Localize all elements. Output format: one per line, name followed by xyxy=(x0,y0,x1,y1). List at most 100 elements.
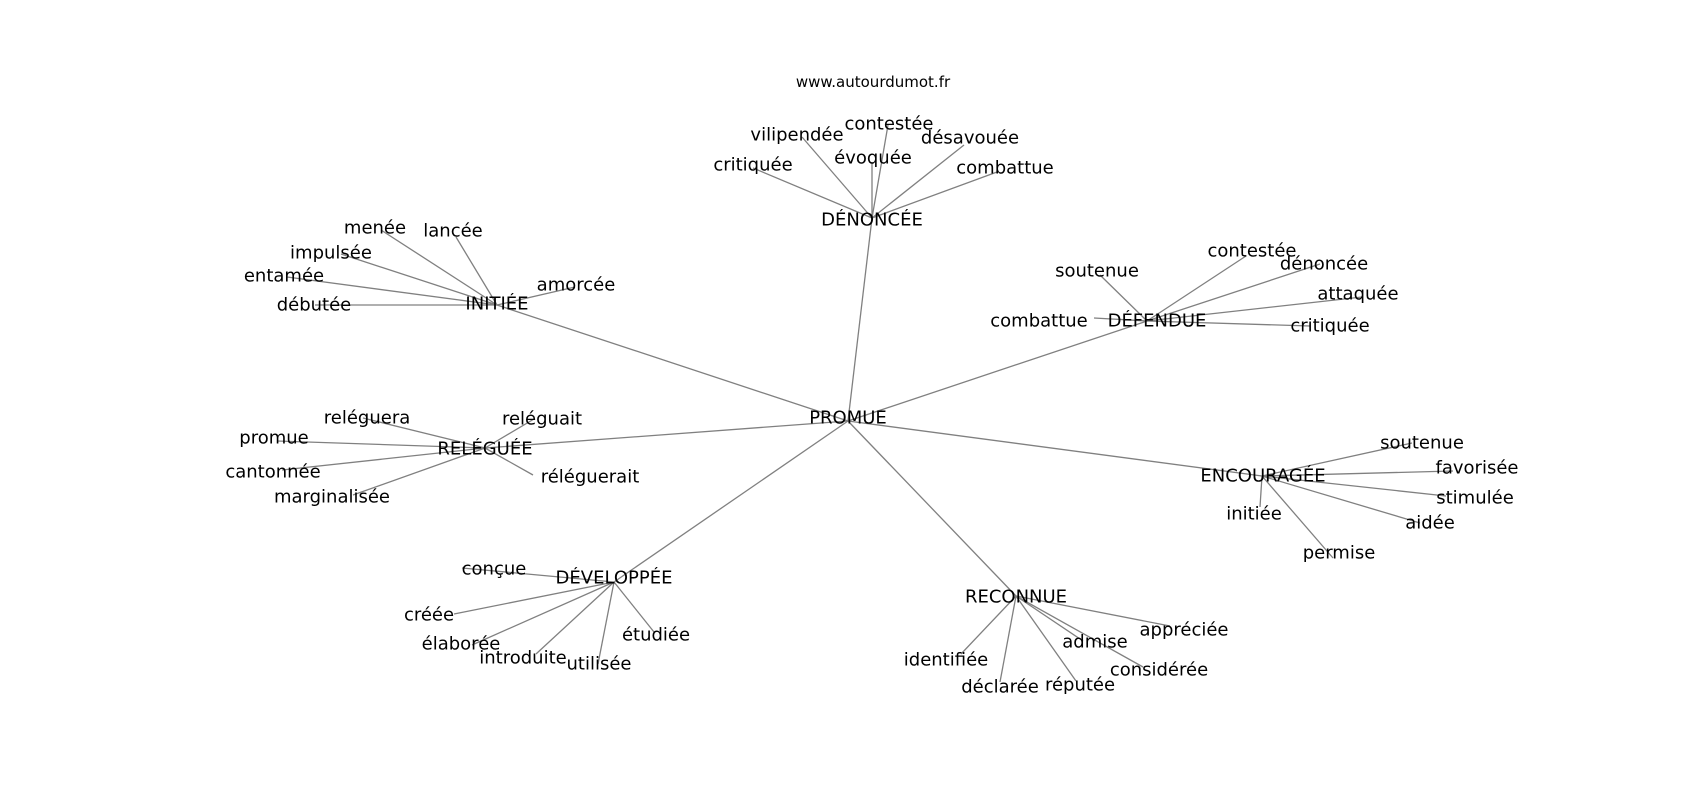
word-node-label: introduite xyxy=(479,648,566,669)
word-node-label: critiquée xyxy=(1290,316,1369,337)
edge-group-to-word xyxy=(960,595,1017,655)
edge-center-to-group xyxy=(847,420,1017,597)
word-node-label: initiée xyxy=(1226,504,1282,525)
edge-group-to-word xyxy=(1146,320,1311,327)
word-node-label: menée xyxy=(344,218,406,239)
edge-group-to-word xyxy=(999,595,1017,683)
word-node-label: lancée xyxy=(423,221,482,242)
edge-group-to-word xyxy=(380,229,498,306)
edge-center-to-group xyxy=(484,420,849,449)
edge-group-to-word xyxy=(340,253,498,306)
word-node-label: soutenue xyxy=(1055,261,1139,282)
word-node-label: appréciée xyxy=(1139,620,1228,641)
edge-group-to-word xyxy=(1146,263,1321,322)
edge-group-to-word xyxy=(752,167,873,219)
edge-group-to-word xyxy=(276,440,486,449)
edge-center-to-group xyxy=(847,320,1148,422)
word-node-label: évoquée xyxy=(834,148,912,169)
word-node-label: critiquée xyxy=(713,155,792,176)
group-node-label: ENCOURAGÉE xyxy=(1200,465,1325,487)
edge-center-to-group xyxy=(496,304,849,422)
edge-group-to-word xyxy=(455,236,498,306)
word-node-label: réputée xyxy=(1045,675,1115,696)
edge-group-to-word xyxy=(484,418,535,449)
edge-group-to-word xyxy=(281,447,486,471)
edge-group-to-word xyxy=(1015,595,1171,627)
edge-group-to-word xyxy=(362,417,486,449)
edge-group-to-word xyxy=(286,276,498,306)
word-node-label: combattue xyxy=(956,158,1054,179)
edge-group-to-word xyxy=(1015,595,1144,668)
edge-group-to-word xyxy=(496,286,576,306)
group-node-label: DÉNONCÉE xyxy=(821,209,923,231)
group-node-label: DÉFENDUE xyxy=(1108,310,1207,332)
edge-group-to-word xyxy=(613,581,655,633)
group-node-label: INITIÉE xyxy=(465,293,528,315)
word-node-label: amorcée xyxy=(537,275,616,296)
word-node-label: dénoncée xyxy=(1280,254,1368,275)
word-node-label: entamée xyxy=(244,266,324,287)
edge-group-to-word xyxy=(453,581,615,615)
word-node-label: combattue xyxy=(990,311,1088,332)
edge-group-to-word xyxy=(1261,475,1334,559)
edge-group-to-word xyxy=(597,581,615,665)
word-node-label: reléguait xyxy=(502,409,582,430)
word-node-label: utilisée xyxy=(567,654,632,675)
word-node-label: reléguera xyxy=(324,408,411,429)
edge-group-to-word xyxy=(1099,274,1148,322)
edge-group-to-word xyxy=(1261,470,1454,477)
edge-group-to-word xyxy=(461,567,615,583)
edge-center-to-group xyxy=(613,420,849,583)
word-node-label: élaborée xyxy=(422,634,501,655)
edge-center-to-group xyxy=(847,420,1263,477)
word-node-label: déclarée xyxy=(961,677,1039,698)
word-node-label: vilipendée xyxy=(750,125,843,146)
edge-group-to-word xyxy=(535,581,615,655)
word-node-label: permise xyxy=(1303,543,1376,564)
word-node-label: soutenue xyxy=(1380,433,1464,454)
word-node-label: étudiée xyxy=(622,625,690,646)
edge-group-to-word xyxy=(1259,475,1263,508)
word-node-label: réléguerait xyxy=(541,467,640,488)
word-node-label: contestée xyxy=(844,114,933,135)
word-node-label: favorisée xyxy=(1436,458,1519,479)
edge-group-to-word xyxy=(1261,475,1447,497)
edge-group-to-word xyxy=(1146,296,1363,322)
word-node-label: identifiée xyxy=(904,650,988,671)
edge-group-to-word xyxy=(801,136,873,219)
word-node-label: attaquée xyxy=(1317,284,1398,305)
edge-group-to-word xyxy=(871,124,889,219)
source-label: www.autourdumot.fr xyxy=(796,73,951,91)
center-node-label: PROMUE xyxy=(809,408,887,429)
word-node-label: admise xyxy=(1062,632,1127,653)
edge-group-to-word xyxy=(1146,255,1247,322)
edge-group-to-word xyxy=(471,581,615,646)
edge-group-to-word xyxy=(871,171,998,219)
edge-group-to-word xyxy=(1261,475,1421,524)
word-node-label: débutée xyxy=(277,295,352,316)
edge-group-to-word xyxy=(352,447,486,496)
edge-center-to-group xyxy=(847,217,873,422)
edge-group-to-word xyxy=(871,144,965,219)
word-node-label: promue xyxy=(239,428,308,449)
edge-group-to-word xyxy=(1093,317,1148,322)
word-node-label: contestée xyxy=(1207,241,1296,262)
word-node-label: marginalisée xyxy=(274,487,390,508)
group-node-label: RECONNUE xyxy=(965,587,1067,608)
word-node-label: cantonnée xyxy=(225,462,320,483)
word-node-label: stimulée xyxy=(1436,488,1514,509)
graph-labels: www.autourdumot.fr PROMUE DÉNONCÉE critiqu… xyxy=(225,73,1518,698)
word-node-label: désavouée xyxy=(921,128,1019,149)
word-node-label: créée xyxy=(404,605,454,626)
word-node-label: impulsée xyxy=(290,243,372,264)
edge-group-to-word xyxy=(1015,595,1084,642)
word-node-label: conçue xyxy=(462,559,527,580)
group-node-label: DÉVELOPPÉE xyxy=(556,567,673,589)
word-node-label: considérée xyxy=(1110,660,1208,681)
edge-group-to-word xyxy=(1015,595,1077,682)
graph-edges xyxy=(276,124,1454,683)
group-node-label: RELÉGUÉE xyxy=(437,438,532,460)
edge-group-to-word xyxy=(484,447,534,476)
word-node-label: aidée xyxy=(1405,513,1455,534)
